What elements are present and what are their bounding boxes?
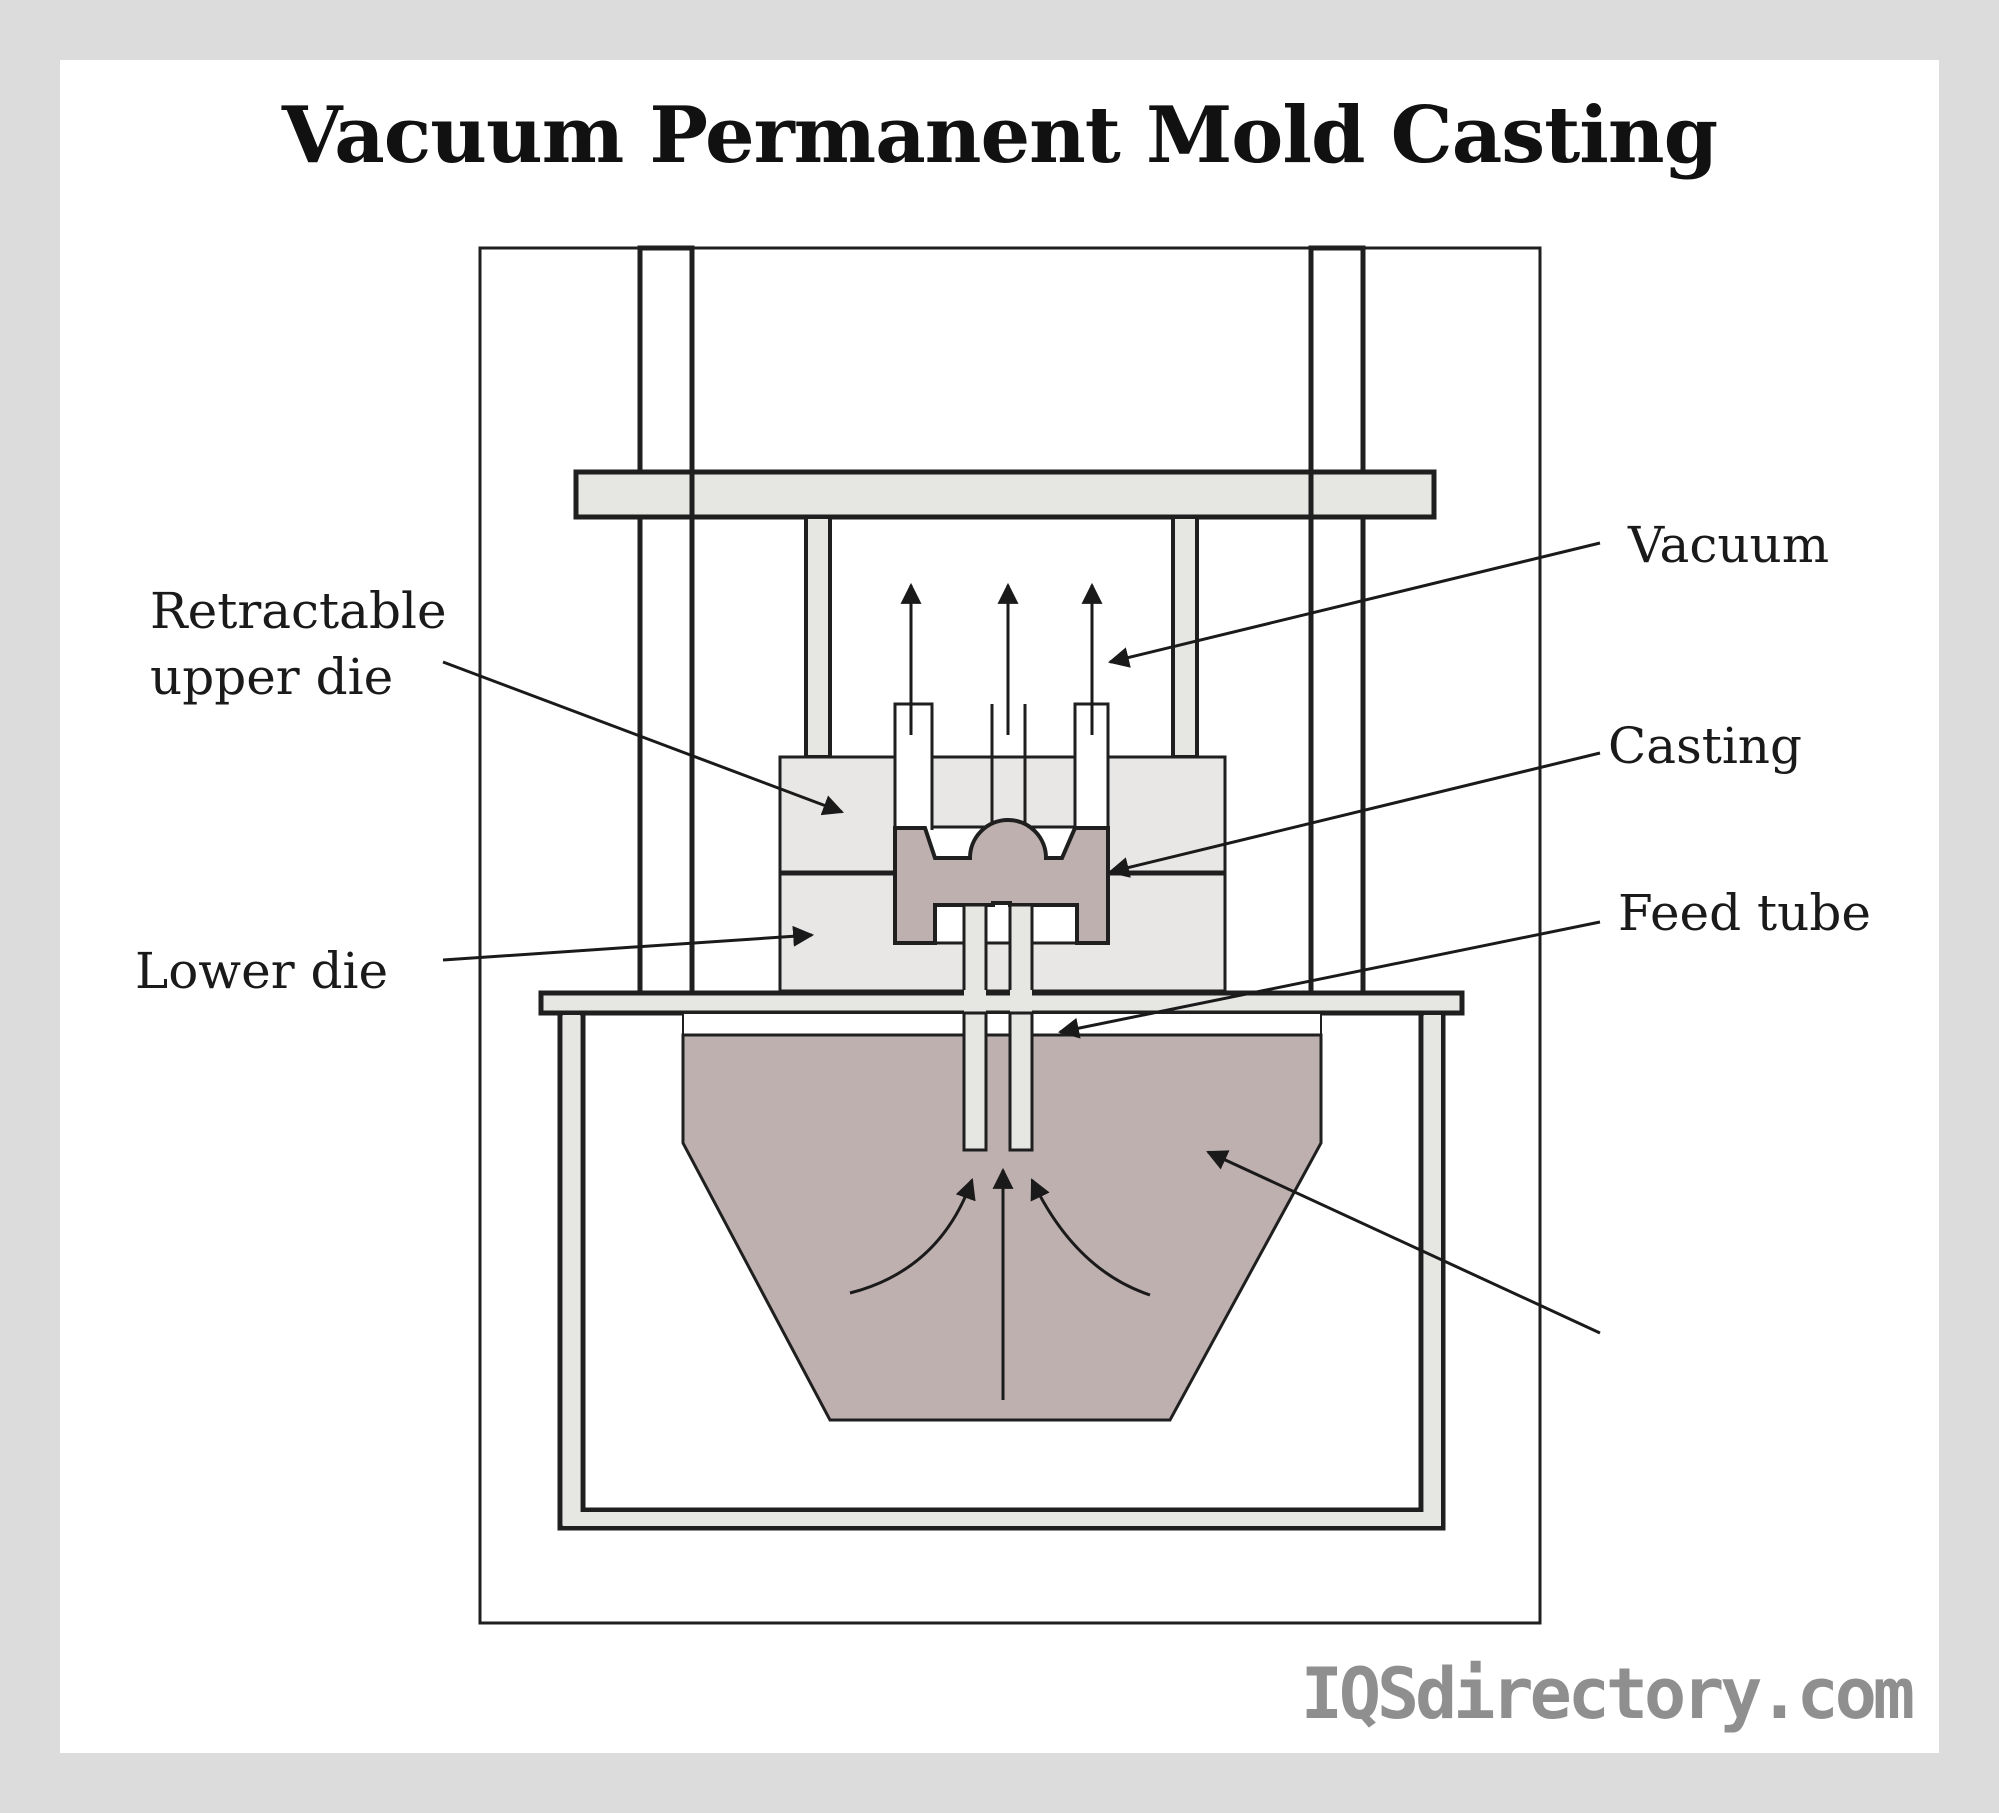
label-retractable-line1: Retractable	[150, 582, 447, 640]
watermark-logo: IQSdirectory.com	[1300, 1653, 1915, 1735]
label-retractable-line2: upper die	[150, 648, 394, 706]
platen	[538, 990, 1465, 1016]
crucible-rim	[682, 1012, 1322, 1036]
label-casting: Casting	[1608, 717, 1803, 775]
vent-tubes	[893, 704, 1110, 830]
furnace-housing	[557, 1013, 1446, 1531]
flow-arrows	[849, 1167, 1151, 1400]
label-vacuum: Vacuum	[1628, 516, 1830, 574]
left-hanger-rod	[804, 515, 832, 759]
right-hanger-rod	[1171, 515, 1199, 759]
page-title: Vacuum Permanent Mold Casting	[281, 90, 1718, 181]
label-lower-die: Lower die	[135, 942, 389, 1000]
right-column	[1308, 245, 1366, 996]
leader-lines	[442, 541, 1601, 1335]
label-feed-tube: Feed tube	[1618, 884, 1871, 942]
top-crossbeam	[573, 469, 1437, 520]
vacuum-arrows	[900, 582, 1103, 735]
left-column	[637, 245, 695, 996]
